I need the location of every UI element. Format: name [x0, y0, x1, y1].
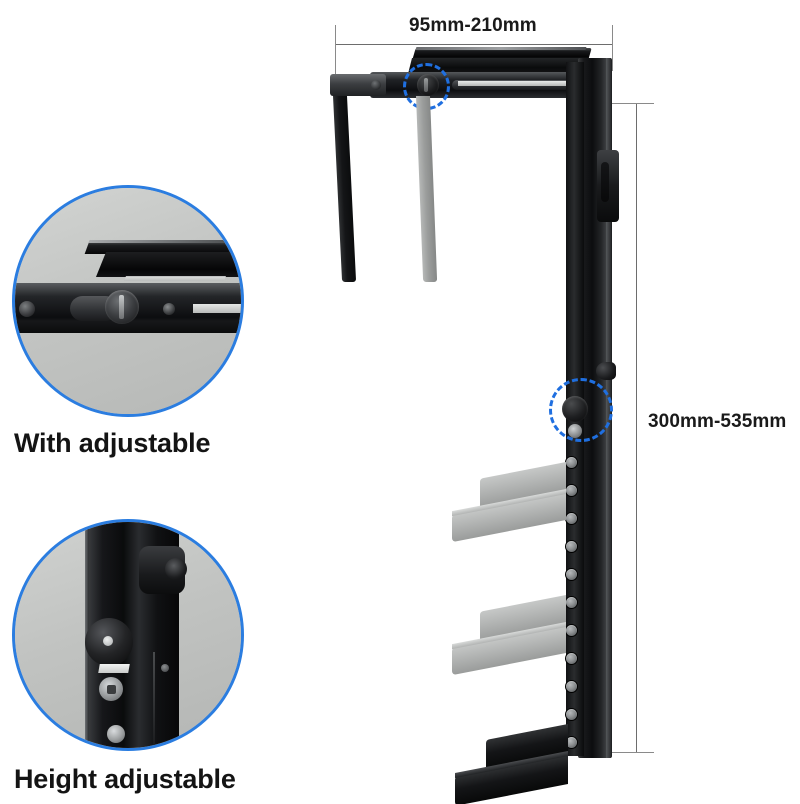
inset-height-screw-socket — [107, 685, 116, 694]
column-hole — [566, 541, 577, 552]
width-dimension-label: 95mm-210mm — [409, 15, 537, 36]
column-hole — [566, 513, 577, 524]
column-hole — [566, 625, 577, 636]
column-hole — [566, 569, 577, 580]
inset-height-photo — [15, 522, 241, 748]
height-dimension-label: 300mm-535mm — [648, 411, 787, 432]
inset-height — [12, 519, 244, 751]
top-plate-edge-highlight — [415, 47, 587, 50]
width-dimension-tick-left — [335, 25, 336, 81]
column-hole — [566, 653, 577, 664]
width-dimension-line — [335, 44, 613, 45]
inset-adjustable-photo — [15, 188, 241, 414]
inset-rail-screw — [163, 303, 175, 315]
inset-top-plate-body — [95, 252, 241, 277]
width-dimension-tick-right — [612, 25, 613, 71]
inset-rail-strip — [193, 304, 241, 313]
arm-extension-left-screw — [371, 80, 381, 90]
inset-adjustable-caption: With adjustable — [14, 428, 211, 458]
height-dimension-line — [636, 103, 637, 753]
mount-leg-left — [333, 96, 357, 282]
inset-height-knob-center — [103, 636, 113, 646]
column-hole — [566, 737, 577, 748]
inset-rail-end-screw — [19, 301, 35, 317]
inset-top-plate-highlight — [88, 240, 241, 243]
column-hole — [566, 709, 577, 720]
inset-adjustable — [12, 185, 244, 417]
arm-extension-left — [330, 74, 386, 96]
inset-rail-shadow — [15, 321, 241, 333]
inset-lock-knob-groove — [119, 295, 124, 319]
inset-column-boss-hole — [165, 558, 187, 580]
column-hole — [566, 597, 577, 608]
arm-bar-inner-strip — [458, 81, 566, 86]
column-hole — [566, 681, 577, 692]
highlight-height-knob — [549, 378, 613, 442]
column-side-boss — [596, 362, 616, 380]
inset-column-seam — [153, 652, 155, 748]
inset-side-screw — [161, 664, 169, 672]
column-hole — [566, 457, 577, 468]
column-hole — [566, 485, 577, 496]
column-upper-mount-slot — [601, 162, 609, 202]
inset-knob-label-strip — [98, 664, 130, 673]
mount-leg-right-ghost — [416, 96, 438, 282]
inset-height-caption: Height adjustable — [14, 764, 236, 794]
inset-lower-pin — [107, 725, 125, 743]
height-dimension-tick-bottom — [592, 752, 654, 753]
inset-plate-strip — [123, 276, 227, 281]
height-dimension-tick-top — [596, 103, 654, 104]
